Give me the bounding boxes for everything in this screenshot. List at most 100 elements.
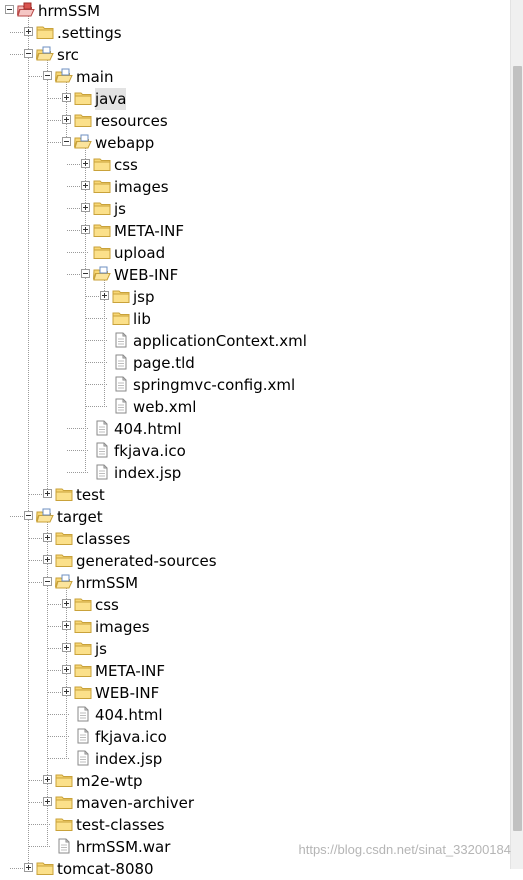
tree-node-label: target bbox=[57, 508, 103, 526]
tree-guide-line bbox=[48, 142, 69, 143]
expand-plus-icon[interactable] bbox=[62, 93, 71, 102]
tree-node-hrmssm[interactable]: hrmSSM bbox=[0, 0, 510, 22]
tree-guide-line bbox=[104, 279, 105, 407]
tree-node-target[interactable]: target bbox=[0, 506, 510, 528]
tree-node-lib[interactable]: lib bbox=[0, 308, 510, 330]
expand-plus-icon[interactable] bbox=[81, 203, 90, 212]
tree-node-label: META-INF bbox=[114, 222, 185, 240]
expand-plus-icon[interactable] bbox=[62, 665, 71, 674]
tree-node-label: upload bbox=[114, 244, 166, 262]
tree-node-t-meta[interactable]: META-INF bbox=[0, 660, 510, 682]
expand-plus-icon[interactable] bbox=[81, 225, 90, 234]
expand-plus-icon[interactable] bbox=[24, 27, 33, 36]
expand-plus-icon[interactable] bbox=[62, 115, 71, 124]
expand-plus-icon[interactable] bbox=[62, 621, 71, 630]
tree-node-t-webinf[interactable]: WEB-INF bbox=[0, 682, 510, 704]
tree-guide-line bbox=[67, 472, 88, 473]
tree-node-mvnarch[interactable]: maven-archiver bbox=[0, 792, 510, 814]
tree-guide-line bbox=[85, 147, 86, 473]
tree-node-label: fkjava.ico bbox=[95, 728, 167, 746]
tree-guide-line bbox=[29, 846, 50, 847]
tree-guide-line bbox=[29, 780, 50, 781]
tree-guide-line bbox=[67, 164, 88, 165]
tree-node-t-hrmssm[interactable]: hrmSSM bbox=[0, 572, 510, 594]
tree-node-indexjsp[interactable]: index.jsp bbox=[0, 462, 510, 484]
tree-node-appctx[interactable]: applicationContext.xml bbox=[0, 330, 510, 352]
tree-node-label: generated-sources bbox=[76, 552, 217, 570]
tree-guide-line bbox=[10, 516, 31, 517]
tree-node-label: web.xml bbox=[133, 398, 197, 416]
tree-node-t-js[interactable]: js bbox=[0, 638, 510, 660]
tree-node-label: m2e-wtp bbox=[76, 772, 143, 790]
tree-node-webxml[interactable]: web.xml bbox=[0, 396, 510, 418]
expand-plus-icon[interactable] bbox=[81, 181, 90, 190]
tree-node-springmvc[interactable]: springmvc-config.xml bbox=[0, 374, 510, 396]
tree-node-war[interactable]: hrmSSM.war bbox=[0, 836, 510, 858]
collapse-minus-icon[interactable] bbox=[62, 137, 71, 146]
collapse-minus-icon[interactable] bbox=[43, 71, 52, 80]
tree-guide-line bbox=[86, 362, 107, 363]
tree-node-resources[interactable]: resources bbox=[0, 110, 510, 132]
expand-plus-icon[interactable] bbox=[43, 775, 52, 784]
collapse-minus-icon[interactable] bbox=[5, 5, 14, 14]
tree-node-jsp[interactable]: jsp bbox=[0, 286, 510, 308]
tree-node-label: images bbox=[114, 178, 169, 196]
tree-guide-line bbox=[29, 76, 50, 77]
expand-plus-icon[interactable] bbox=[81, 159, 90, 168]
tree-node-pagetld[interactable]: page.tld bbox=[0, 352, 510, 374]
tree-guide-line bbox=[48, 670, 69, 671]
tree-guide-line bbox=[48, 98, 69, 99]
collapse-minus-icon[interactable] bbox=[24, 511, 33, 520]
tree-node-test[interactable]: test bbox=[0, 484, 510, 506]
tree-node-meta-inf[interactable]: META-INF bbox=[0, 220, 510, 242]
tree-node-t-fkjava[interactable]: fkjava.ico bbox=[0, 726, 510, 748]
tree-guide-line bbox=[47, 59, 48, 495]
tree-guide-line bbox=[86, 296, 107, 297]
tree-node-webapp[interactable]: webapp bbox=[0, 132, 510, 154]
tree-node-gensrc[interactable]: generated-sources bbox=[0, 550, 510, 572]
tree-node-upload[interactable]: upload bbox=[0, 242, 510, 264]
tree-guide-line bbox=[66, 81, 67, 143]
tree-node-css[interactable]: css bbox=[0, 154, 510, 176]
collapse-minus-icon[interactable] bbox=[81, 269, 90, 278]
scrollbar-thumb[interactable] bbox=[513, 66, 522, 831]
expand-plus-icon[interactable] bbox=[62, 687, 71, 696]
expand-plus-icon[interactable] bbox=[43, 489, 52, 498]
tree-guide-line bbox=[10, 54, 31, 55]
tree-node-java[interactable]: java bbox=[0, 88, 510, 110]
tree-node-label: resources bbox=[95, 112, 168, 130]
expand-plus-icon[interactable] bbox=[43, 555, 52, 564]
expand-plus-icon[interactable] bbox=[24, 863, 33, 872]
expand-plus-icon[interactable] bbox=[100, 291, 109, 300]
expand-plus-icon[interactable] bbox=[43, 533, 52, 542]
tree-node-js[interactable]: js bbox=[0, 198, 510, 220]
tree-node-images[interactable]: images bbox=[0, 176, 510, 198]
tree-node-label: 404.html bbox=[114, 420, 182, 438]
expand-plus-icon[interactable] bbox=[43, 797, 52, 806]
tree-node-t-css[interactable]: css bbox=[0, 594, 510, 616]
collapse-minus-icon[interactable] bbox=[43, 577, 52, 586]
tree-node-label: css bbox=[114, 156, 138, 174]
tree-node-classes[interactable]: classes bbox=[0, 528, 510, 550]
vertical-scrollbar[interactable] bbox=[510, 0, 523, 869]
tree-node-label: js bbox=[95, 640, 107, 658]
tree-node-tomcat[interactable]: tomcat-8080 bbox=[0, 858, 510, 880]
expand-plus-icon[interactable] bbox=[62, 599, 71, 608]
tree-node-t-images[interactable]: images bbox=[0, 616, 510, 638]
tree-node-label: hrmSSM bbox=[76, 574, 139, 592]
tree-node-src[interactable]: src bbox=[0, 44, 510, 66]
tree-node-404[interactable]: 404.html bbox=[0, 418, 510, 440]
expand-plus-icon[interactable] bbox=[62, 643, 71, 652]
tree-node-label: tomcat-8080 bbox=[57, 860, 154, 878]
tree-node-t-index[interactable]: index.jsp bbox=[0, 748, 510, 770]
collapse-minus-icon[interactable] bbox=[24, 49, 33, 58]
tree-node-m2e[interactable]: m2e-wtp bbox=[0, 770, 510, 792]
tree-node-t-404[interactable]: 404.html bbox=[0, 704, 510, 726]
tree-node-fkjava[interactable]: fkjava.ico bbox=[0, 440, 510, 462]
tree-node-settings[interactable]: .settings bbox=[0, 22, 510, 44]
tree-node-testclasses[interactable]: test-classes bbox=[0, 814, 510, 836]
tree-guide-line bbox=[48, 714, 69, 715]
tree-node-main[interactable]: main bbox=[0, 66, 510, 88]
tree-node-web-inf[interactable]: WEB-INF bbox=[0, 264, 510, 286]
tree-node-label: jsp bbox=[133, 288, 155, 306]
